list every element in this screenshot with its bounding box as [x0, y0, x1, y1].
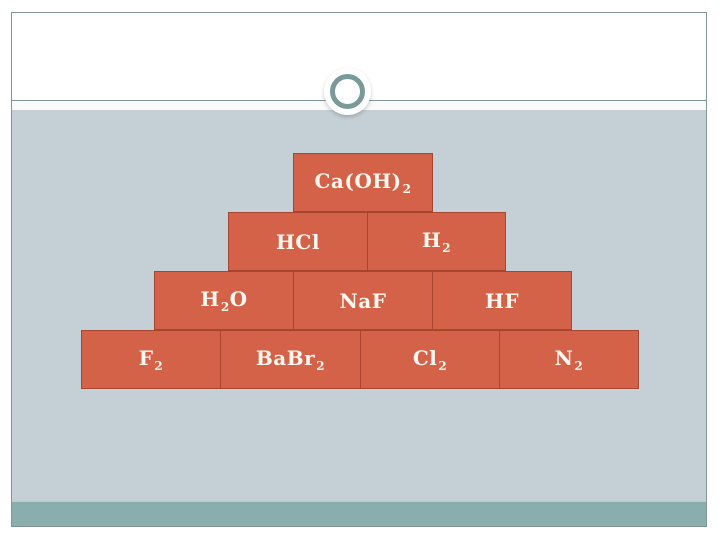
- brick-n2: N2: [499, 330, 639, 389]
- brick-ca-oh-2: Ca(OH)2: [293, 153, 433, 212]
- formula-subscript: 2: [574, 359, 584, 373]
- formula-base: F: [138, 346, 154, 370]
- formula-subscript: 2: [438, 359, 448, 373]
- formula-base: HCl: [276, 229, 320, 254]
- formula-base: N: [554, 346, 574, 370]
- formula-base: H: [421, 228, 442, 252]
- brick-cl2: Cl2: [360, 330, 500, 389]
- ring-ornament: [324, 68, 371, 115]
- formula-base: Ca(OH): [314, 169, 402, 193]
- formula-base: H: [200, 287, 220, 311]
- formula-base: BaBr: [255, 346, 316, 370]
- formula-base: NaF: [339, 288, 387, 313]
- formula-subscript: 2: [316, 359, 326, 373]
- brick-babr2: BaBr2: [220, 330, 361, 389]
- brick-hcl: HCl: [228, 212, 368, 271]
- brick-f2: F2: [81, 330, 221, 389]
- formula-base: HF: [484, 288, 520, 313]
- ring-icon: [330, 74, 365, 109]
- formula-suffix: O: [229, 287, 248, 311]
- formula-subscript: 2: [442, 241, 452, 255]
- footer-band: [12, 501, 706, 526]
- brick-h2o: H2O: [154, 271, 294, 330]
- formula-subscript: 2: [154, 359, 164, 373]
- formula-subscript: 2: [402, 182, 412, 196]
- formula-subscript: 2: [220, 300, 230, 314]
- brick-hf: HF: [432, 271, 572, 330]
- brick-h2: H2: [367, 212, 506, 271]
- brick-naf: NaF: [293, 271, 433, 330]
- formula-base: Cl: [412, 346, 438, 370]
